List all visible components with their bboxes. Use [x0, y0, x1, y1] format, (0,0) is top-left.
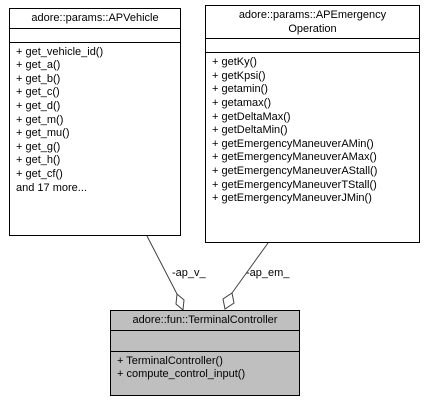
method-item: + getEmergencyManeuverAMax()	[212, 151, 377, 164]
method-item: + get_vehicle_id()	[16, 45, 104, 58]
method-item: + getEmergencyManeuverTStall()	[212, 178, 377, 191]
class-box-terminal-controller[interactable]: adore::fun::TerminalController + Termina…	[110, 310, 300, 396]
method-item: + get_m()	[16, 113, 64, 126]
method-item: + getDeltaMax()	[212, 110, 291, 123]
method-item: + getEmergencyManeuverAMin()	[212, 137, 374, 150]
class-name: adore::params::APEmergency Operation	[238, 9, 387, 35]
method-item: + getDeltaMin()	[212, 124, 288, 137]
class-name: adore::fun::TerminalController	[132, 314, 278, 326]
methods-compartment: + TerminalController() + compute_control…	[111, 350, 299, 384]
class-name: adore::params::APVehicle	[31, 12, 159, 24]
aggregation-edge-ap-emergency	[231, 242, 269, 294]
class-box-ap-vehicle[interactable]: adore::params::APVehicle + get_vehicle_i…	[9, 8, 181, 236]
method-item: + getKy()	[212, 56, 257, 69]
method-item: + getamin()	[212, 83, 268, 96]
method-item: + getEmergencyManeuverAStall()	[212, 164, 378, 177]
aggregation-edge-ap-vehicle	[146, 235, 178, 295]
method-item: + getKpsi()	[212, 69, 266, 82]
method-item: + get_mu()	[16, 127, 70, 140]
attributes-compartment	[10, 27, 180, 42]
methods-compartment: + get_vehicle_id() + get_a() + get_b() +…	[10, 41, 180, 198]
method-item: + get_c()	[16, 86, 60, 99]
edge-label-ap-v: -ap_v_	[172, 267, 206, 279]
method-item: + compute_control_input()	[117, 368, 246, 381]
method-item: + get_g()	[16, 140, 61, 153]
method-item: + TerminalController()	[117, 354, 223, 367]
aggregation-diamond-icon	[222, 292, 235, 310]
method-item: + get_a()	[16, 59, 61, 72]
class-box-ap-emergency-operation[interactable]: adore::params::APEmergency Operation + g…	[205, 5, 420, 243]
methods-compartment: + getKy() + getKpsi() + getamin() + geta…	[206, 52, 419, 208]
attributes-compartment	[111, 329, 299, 351]
method-item: + get_d()	[16, 99, 61, 112]
aggregation-diamond-icon	[175, 292, 185, 312]
method-item: + get_cf()	[16, 167, 63, 180]
more-members-link[interactable]: and 17 more...	[16, 181, 87, 194]
method-item: + get_h()	[16, 154, 61, 167]
attributes-compartment	[206, 38, 419, 52]
edge-label-ap-em: -ap_em_	[246, 267, 290, 279]
method-item: + get_b()	[16, 72, 61, 85]
method-item: + getamax()	[212, 96, 271, 109]
method-item: + getEmergencyManeuverJMin()	[212, 192, 372, 205]
